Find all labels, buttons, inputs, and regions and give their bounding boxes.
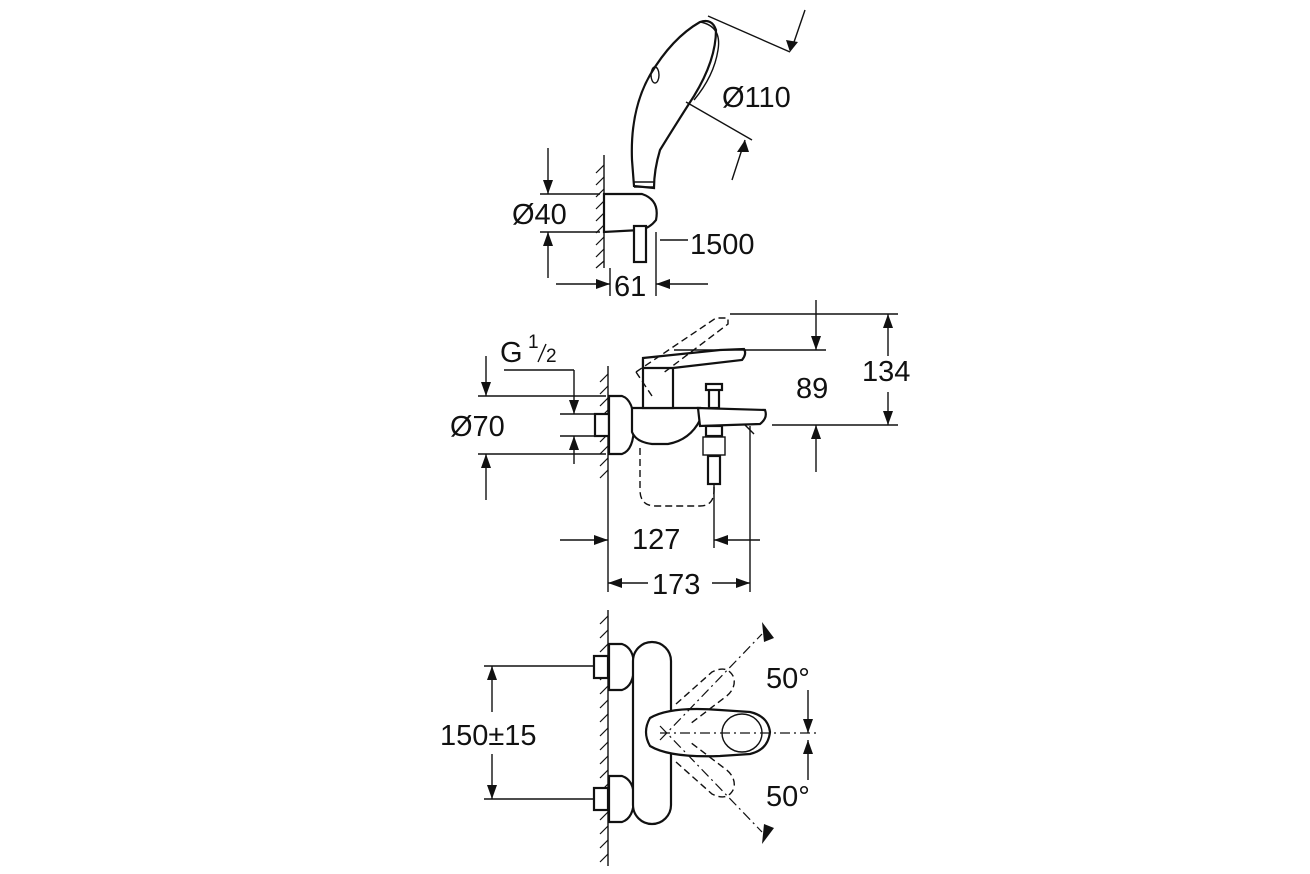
lever-handle [641, 347, 747, 370]
upper-flange [607, 642, 636, 692]
hose-length-label: 1500 [690, 229, 755, 261]
hose-outlet [704, 424, 724, 438]
lower-inlet-nut [592, 786, 610, 812]
inlet-nut [593, 412, 611, 438]
flange-diameter-label: Ø70 [450, 411, 505, 443]
mixer-front-view: 50° 50° 150±15 [440, 610, 820, 866]
mixer-side-view: G 1 2 Ø70 89 134 [450, 300, 910, 601]
total-projection-label: 173 [652, 569, 700, 601]
diverter-cap [704, 382, 724, 392]
bath-spout [696, 406, 767, 428]
inlet-spacing-label: 150±15 [440, 720, 537, 752]
spray-face [693, 21, 720, 101]
handshower-diameter-label: Ø110 [722, 82, 791, 114]
wall-hatching-bottom [599, 615, 609, 863]
lever-angle-down-label: 50° [766, 781, 810, 813]
thread-size-base: G [500, 337, 523, 369]
lever-raised-outline [635, 317, 729, 397]
hose-nut [702, 436, 726, 456]
handshower-view: Ø110 Ø40 1500 61 [512, 9, 806, 303]
mixer-body [630, 406, 702, 446]
spout-projection-label: 127 [632, 524, 680, 556]
hose-stub [706, 454, 722, 486]
holder-diameter-label: Ø40 [512, 199, 567, 231]
lever-axis-down [659, 725, 763, 833]
lever-axis-up [659, 633, 763, 741]
holder-projection-label: 61 [614, 271, 646, 303]
lever-rotated-down-outline [675, 741, 735, 798]
wall-hatching-top [595, 164, 605, 269]
lever-height-label: 89 [796, 373, 828, 405]
shower-holder [602, 192, 658, 234]
total-height-label: 134 [862, 356, 910, 388]
lever-angle-up-label: 50° [766, 663, 810, 695]
thread-size-denominator: 2 [546, 346, 557, 367]
thread-size-numerator: 1 [528, 332, 539, 353]
lever-rotated-up-outline [675, 668, 735, 725]
lower-flange [607, 774, 636, 824]
hose-connector [632, 224, 648, 264]
hose-dashed-outline [639, 448, 715, 507]
hand-shower [630, 19, 718, 190]
spray-button [650, 66, 660, 84]
upper-inlet-nut [592, 654, 610, 680]
wall-flange [607, 394, 636, 456]
